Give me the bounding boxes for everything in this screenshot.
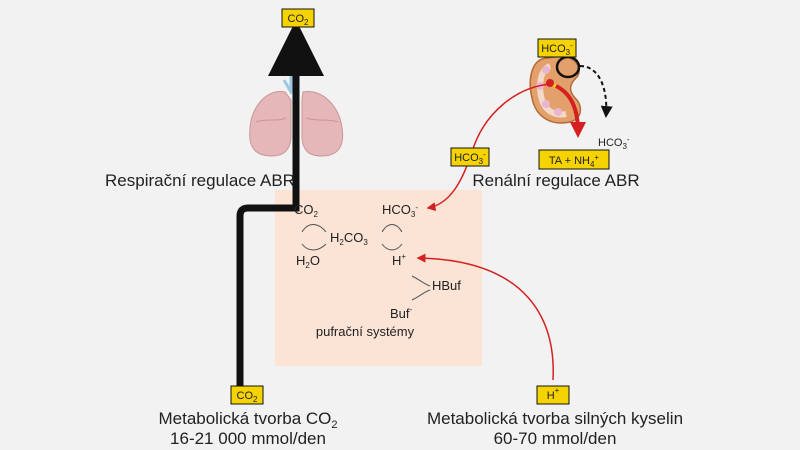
hco3-secretion-arrow (579, 65, 613, 118)
co2-bottom-box: CO2 (230, 385, 264, 405)
hco3-kidney-box: HCO3- (537, 38, 577, 58)
metabolic-co2-rate: 16-21 000 mmol/den (170, 429, 326, 448)
buffer-region (275, 190, 482, 366)
hbuf-species: HBuf (432, 278, 461, 293)
metabolic-acid-rate: 60-70 mmol/den (494, 429, 617, 448)
svg-text:CO2: CO2 (288, 13, 310, 27)
svg-text:CO2: CO2 (237, 390, 259, 404)
buf-species: Buf- (390, 305, 413, 321)
h-plus-species: H+ (392, 252, 406, 268)
h2co3-species: H2CO3 (330, 230, 368, 247)
co2-pathway-arrow (236, 20, 324, 388)
hco3-free-label: HCO3- (598, 135, 630, 151)
renal-label: Renální regulace ABR (472, 171, 639, 190)
acid-excretion-arrow (555, 84, 586, 138)
co2-top-box: CO2 (281, 8, 315, 28)
svg-text:TA + NH4+: TA + NH4+ (549, 153, 600, 169)
h-plus-arrow (416, 253, 554, 381)
hco3-species: HCO3- (382, 202, 418, 219)
buffer-systems-label: pufrační systémy (316, 324, 415, 339)
hco3-reabsorbed-box: HCO3- (450, 147, 490, 167)
kidney-icon (529, 55, 582, 124)
lungs-icon (249, 62, 344, 157)
co2-species: CO2 (294, 202, 319, 219)
svg-text:H+: H+ (547, 386, 560, 402)
svg-text:HCO3-: HCO3- (454, 150, 486, 166)
metabolic-acid-label: Metabolická tvorba silných kyselin (427, 409, 683, 428)
h2o-species: H2O (296, 253, 320, 270)
h-plus-bottom-box: H+ (536, 385, 570, 405)
respiratory-label: Respirační regulace ABR (105, 171, 295, 190)
reaction-curves (301, 224, 431, 301)
metabolic-co2-label: Metabolická tvorba CO2 (158, 409, 337, 431)
ta-nh4-box: TA + NH4+ (538, 149, 610, 170)
svg-text:HCO3-: HCO3- (541, 41, 573, 57)
